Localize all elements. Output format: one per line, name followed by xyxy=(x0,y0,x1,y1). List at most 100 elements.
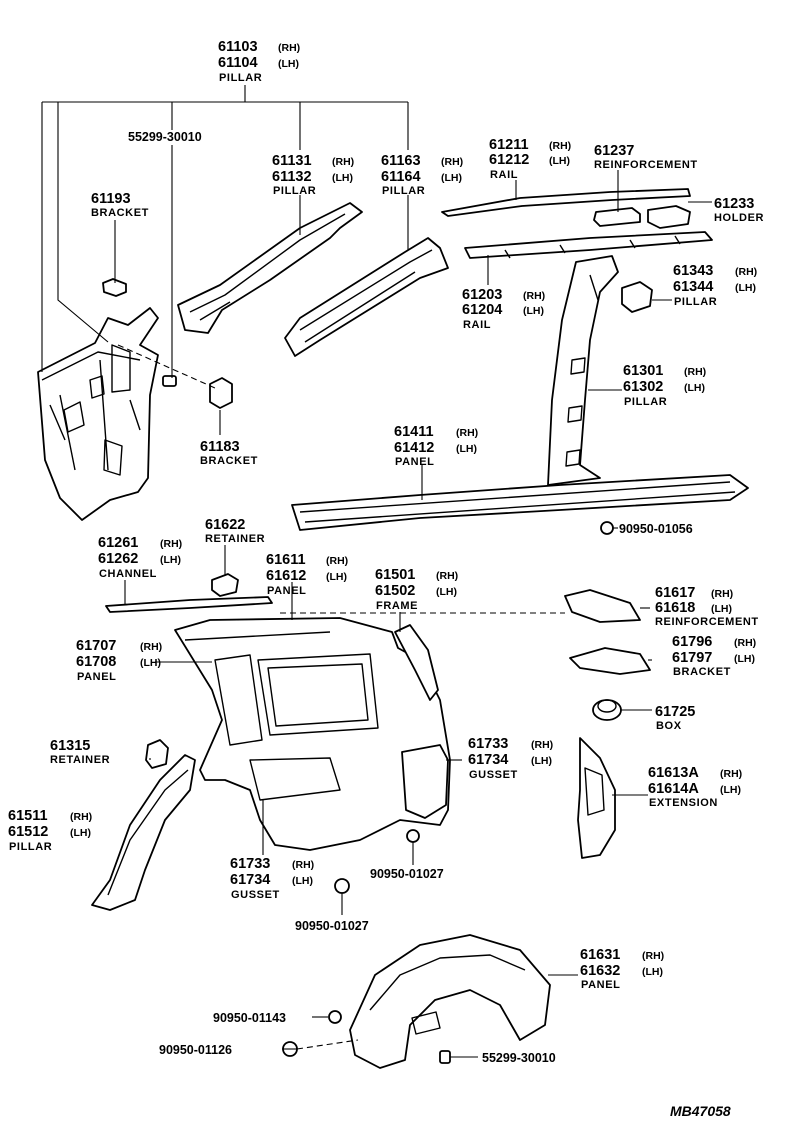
extension-61613-drawing xyxy=(577,737,616,859)
gusset-61733-right-drawing xyxy=(401,744,449,819)
part-label: GUSSET xyxy=(231,889,280,901)
callout-61211: 61211 (RH) 61212 (LH) RAIL xyxy=(489,137,571,181)
part-number: 61183 xyxy=(200,439,240,455)
callout-61163: 61163 (RH) 61164 (LH) PILLAR xyxy=(381,153,463,197)
part-label: GUSSET xyxy=(469,769,518,781)
callout-61301: 61301 (RH) 61302 (LH) PILLAR xyxy=(623,363,706,408)
box-61725-drawing xyxy=(592,699,622,721)
pillar-61301-drawing xyxy=(547,255,619,486)
side-lh: (LH) xyxy=(531,755,552,767)
side-lh: (LH) xyxy=(642,966,663,978)
side-rh: (RH) xyxy=(711,588,733,600)
side-lh: (LH) xyxy=(720,784,741,796)
callout-61511: 61511 (RH) 61512 (LH) PILLAR xyxy=(8,808,92,853)
part-number: 61343 xyxy=(673,263,713,279)
part-number: 61707 xyxy=(76,638,116,654)
part-label: PANEL xyxy=(395,456,434,468)
part-number: 61612 xyxy=(266,568,306,584)
callout-61233: 61233 HOLDER xyxy=(714,196,763,224)
part-number: 61614A xyxy=(648,781,699,797)
callout-61103: 61103 (RH) 61104 (LH) PILLAR xyxy=(218,39,300,84)
callout-61501: 61501 (RH) 61502 (LH) FRAME xyxy=(375,567,458,612)
part-number: 61344 xyxy=(673,279,713,295)
rail-61203-drawing xyxy=(464,231,713,259)
side-rh: (RH) xyxy=(332,156,354,168)
part-number: 61501 xyxy=(375,567,415,583)
part-label: RETAINER xyxy=(205,533,265,545)
pillar-61131-drawing xyxy=(177,202,363,334)
part-label: CHANNEL xyxy=(99,568,157,580)
part-label: BRACKET xyxy=(200,455,258,467)
side-lh: (LH) xyxy=(523,305,544,317)
pillar-61163-drawing xyxy=(284,237,449,357)
side-rh: (RH) xyxy=(436,570,458,582)
part-number: 61103 xyxy=(218,39,258,55)
part-label: PILLAR xyxy=(674,296,717,308)
side-rh: (RH) xyxy=(441,156,463,168)
callout-61631: 61631 (RH) 61632 (LH) PANEL xyxy=(580,947,664,991)
callout-61725: 61725 BOX xyxy=(655,704,695,732)
callout-90950-01027-upper: 90950-01027 xyxy=(370,867,444,881)
side-lh: (LH) xyxy=(734,653,755,665)
side-lh: (LH) xyxy=(70,827,91,839)
part-number: 61104 xyxy=(218,55,258,71)
part-number: 61618 xyxy=(655,600,695,616)
part-number: 61632 xyxy=(580,963,620,979)
part-number: 61233 xyxy=(714,196,754,212)
part-label: REINFORCEMENT xyxy=(655,616,759,628)
callout-90950-01027-lower: 90950-01027 xyxy=(295,919,369,933)
callout-61796: 61796 (RH) 61797 (LH) BRACKET xyxy=(672,634,756,678)
quarter-panel-61707-drawing xyxy=(174,617,451,851)
side-rh: (RH) xyxy=(292,859,314,871)
part-number: 61613A xyxy=(648,765,699,781)
side-lh: (LH) xyxy=(456,443,477,455)
side-rh: (RH) xyxy=(523,290,545,302)
clip-55299-lower-drawing xyxy=(439,1050,451,1064)
bracket-61183-drawing xyxy=(209,377,233,409)
part-number: 61301 xyxy=(623,363,663,379)
callout-61131: 61131 (RH) 61132 (LH) PILLAR xyxy=(272,153,354,197)
part-label: PANEL xyxy=(267,585,306,597)
retainer-61622-drawing xyxy=(211,573,239,597)
side-rh: (RH) xyxy=(140,641,162,653)
clip-90950-01143-drawing xyxy=(328,1010,342,1024)
clip-55299-drawing xyxy=(162,375,177,387)
part-number: 61302 xyxy=(623,379,663,395)
callout-61315: 61315 RETAINER xyxy=(50,738,110,766)
part-number: 61631 xyxy=(580,947,620,963)
part-label: RAIL xyxy=(463,319,491,331)
callout-61622: 61622 RETAINER xyxy=(205,517,265,545)
part-number: 61163 xyxy=(381,153,421,169)
part-label: FRAME xyxy=(376,600,418,612)
callout-61193: 61193 BRACKET xyxy=(91,191,149,219)
callout-61613a: 61613A (RH) 61614A (LH) EXTENSION xyxy=(648,765,742,809)
part-label: REINFORCEMENT xyxy=(594,159,698,171)
callout-61733-right: 61733 (RH) 61734 (LH) GUSSET xyxy=(468,736,553,781)
diagram-reference-number: MB47058 xyxy=(670,1103,731,1119)
part-number: 61262 xyxy=(98,551,138,567)
part-number: 61796 xyxy=(672,634,712,650)
part-number: 61203 xyxy=(462,287,502,303)
side-lh: (LH) xyxy=(735,282,756,294)
side-rh: (RH) xyxy=(326,555,348,567)
part-label: RETAINER xyxy=(50,754,110,766)
part-number: 61797 xyxy=(672,650,712,666)
callout-61411: 61411 (RH) 61412 (LH) PANEL xyxy=(394,424,478,468)
part-number: 61412 xyxy=(394,440,434,456)
part-number: 61212 xyxy=(489,152,529,168)
callout-61707: 61707 (RH) 61708 (LH) PANEL xyxy=(76,638,162,683)
side-lh: (LH) xyxy=(441,172,462,184)
part-number: 61622 xyxy=(205,517,245,533)
part-number: 61734 xyxy=(468,752,508,768)
part-number: 61211 xyxy=(489,137,529,153)
rocker-panel-61411-drawing xyxy=(291,474,749,531)
callout-61261: 61261 (RH) 61262 (LH) CHANNEL xyxy=(98,535,182,580)
part-label: PANEL xyxy=(581,979,620,991)
nut-90950-01027-upper-drawing xyxy=(406,829,420,843)
nut-90950-01056-drawing xyxy=(600,521,614,535)
callout-90950-01143: 90950-01143 xyxy=(213,1011,286,1025)
reinforcement-61617-drawing xyxy=(564,589,641,623)
part-label: BRACKET xyxy=(91,207,149,219)
callout-61203: 61203 (RH) 61204 (LH) RAIL xyxy=(462,287,545,331)
